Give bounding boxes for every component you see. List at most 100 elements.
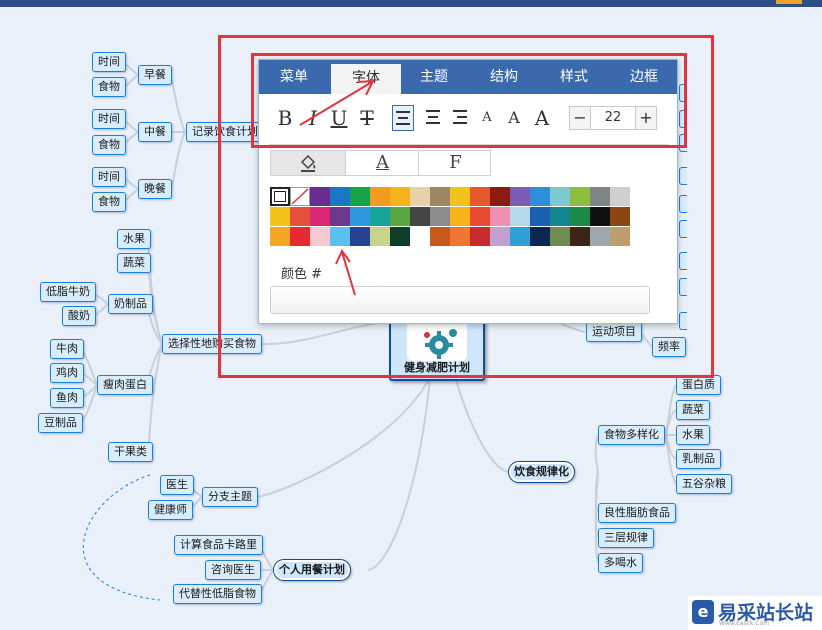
tab-border[interactable]: 边框 <box>630 69 658 85</box>
node-food-variety[interactable]: 食物多样化 <box>598 425 665 445</box>
color-swatch[interactable] <box>330 187 350 206</box>
color-swatch[interactable] <box>270 227 290 246</box>
color-swatch[interactable] <box>450 187 470 206</box>
node-regular-diet[interactable]: 饮食规律化 <box>508 461 575 483</box>
tab-theme[interactable]: 主题 <box>420 69 448 85</box>
font-family-tab[interactable]: F <box>418 151 492 175</box>
color-swatch[interactable] <box>410 227 430 246</box>
color-swatch[interactable] <box>470 187 490 206</box>
central-topic[interactable]: 健身减肥计划 <box>389 313 485 381</box>
color-swatch[interactable] <box>330 227 350 246</box>
font-size-increase-button[interactable]: + <box>635 106 657 130</box>
node-healthy-fat[interactable]: 良性脂肪食品 <box>598 503 676 523</box>
node-beef[interactable]: 牛肉 <box>50 339 84 359</box>
collapsed-node-edge[interactable] <box>679 312 687 330</box>
collapsed-node-edge[interactable] <box>679 110 687 128</box>
node-time[interactable]: 时间 <box>92 109 126 129</box>
color-swatch[interactable] <box>410 207 430 226</box>
color-swatch[interactable] <box>310 227 330 246</box>
collapsed-node-edge[interactable] <box>679 167 687 185</box>
collapsed-node-edge[interactable] <box>679 252 687 270</box>
color-swatch[interactable] <box>490 187 510 206</box>
node-lowfat-milk[interactable]: 低脂牛奶 <box>40 282 96 302</box>
mindmap-canvas[interactable]: 时间 食物 早餐 时间 食物 中餐 时间 食物 晚餐 记录饮食计划 水果 蔬菜 … <box>0 7 822 630</box>
node-time[interactable]: 时间 <box>92 52 126 72</box>
color-swatch[interactable] <box>490 207 510 226</box>
node-personal-plan[interactable]: 个人用餐计划 <box>273 559 351 581</box>
node-health-coach[interactable]: 健康师 <box>148 500 193 520</box>
node-vegetable[interactable]: 蔬菜 <box>117 253 151 273</box>
node-dinner[interactable]: 晚餐 <box>138 179 172 199</box>
font-size-large-button[interactable]: A <box>534 106 550 130</box>
color-swatch[interactable] <box>490 227 510 246</box>
node-doctor[interactable]: 医生 <box>160 475 194 495</box>
node-vegetable[interactable]: 蔬菜 <box>676 400 710 420</box>
font-size-decrease-button[interactable]: − <box>569 106 591 130</box>
font-size-input[interactable]: 22 <box>591 106 635 130</box>
node-drink-water[interactable]: 多喝水 <box>598 553 643 573</box>
color-swatch[interactable] <box>390 227 410 246</box>
node-breakfast[interactable]: 早餐 <box>138 65 172 85</box>
font-color-tab[interactable]: A <box>345 151 419 175</box>
node-fish[interactable]: 鱼肉 <box>50 388 84 408</box>
node-yogurt[interactable]: 酸奶 <box>62 306 96 326</box>
underline-button[interactable]: U <box>330 106 348 130</box>
color-swatch[interactable] <box>590 227 610 246</box>
align-right-icon[interactable] <box>449 105 471 131</box>
tab-menu[interactable]: 菜单 <box>280 69 308 85</box>
color-swatch[interactable] <box>450 207 470 226</box>
fill-color-tab[interactable] <box>271 151 345 175</box>
node-grains[interactable]: 五谷杂粮 <box>676 474 732 494</box>
color-swatch[interactable] <box>430 227 450 246</box>
node-select-food[interactable]: 选择性地购买食物 <box>162 334 262 354</box>
color-swatch[interactable] <box>390 187 410 206</box>
tab-style[interactable]: 样式 <box>560 69 588 85</box>
color-swatch[interactable] <box>530 187 550 206</box>
color-swatch[interactable] <box>290 227 310 246</box>
color-swatch[interactable] <box>330 207 350 226</box>
color-swatch[interactable] <box>370 207 390 226</box>
node-fruit[interactable]: 水果 <box>117 229 151 249</box>
node-substitute-food[interactable]: 代替性低脂食物 <box>173 584 262 604</box>
node-dairy[interactable]: 奶制品 <box>108 294 153 314</box>
color-swatch[interactable] <box>550 227 570 246</box>
color-swatch[interactable] <box>430 187 450 206</box>
color-swatch[interactable] <box>350 207 370 226</box>
color-swatch[interactable] <box>530 227 550 246</box>
color-swatch[interactable] <box>530 207 550 226</box>
color-swatch[interactable] <box>270 207 290 226</box>
color-swatch[interactable] <box>510 207 530 226</box>
color-swatch[interactable] <box>410 187 430 206</box>
node-food[interactable]: 食物 <box>92 192 126 212</box>
node-consult-doctor[interactable]: 咨询医生 <box>205 560 261 580</box>
node-nuts[interactable]: 干果类 <box>108 442 153 462</box>
selected-color-swatch[interactable] <box>270 187 290 206</box>
color-swatch[interactable] <box>290 207 310 226</box>
font-size-medium-button[interactable]: A <box>508 108 520 127</box>
color-swatch[interactable] <box>370 227 390 246</box>
color-swatch[interactable] <box>350 227 370 246</box>
color-swatch[interactable] <box>590 187 610 206</box>
collapsed-node-edge[interactable] <box>679 195 687 213</box>
color-swatch[interactable] <box>350 187 370 206</box>
node-soy[interactable]: 豆制品 <box>38 413 83 433</box>
node-lunch[interactable]: 中餐 <box>138 122 172 142</box>
color-swatch[interactable] <box>370 187 390 206</box>
node-calories[interactable]: 计算食品卡路里 <box>174 535 263 555</box>
color-swatch[interactable] <box>390 207 410 226</box>
node-food[interactable]: 食物 <box>92 135 126 155</box>
color-swatch[interactable] <box>510 187 530 206</box>
strikethrough-button[interactable]: T <box>360 106 374 130</box>
color-swatch[interactable] <box>570 187 590 206</box>
node-dairy[interactable]: 乳制品 <box>676 449 721 469</box>
color-swatch[interactable] <box>610 207 630 226</box>
node-three-meals[interactable]: 三层规律 <box>598 528 654 548</box>
color-swatch[interactable] <box>610 227 630 246</box>
node-record-diet[interactable]: 记录饮食计划 <box>186 122 264 142</box>
color-swatch[interactable] <box>610 187 630 206</box>
color-swatch[interactable] <box>570 227 590 246</box>
collapsed-node-edge[interactable] <box>679 134 687 152</box>
color-swatch[interactable] <box>510 227 530 246</box>
node-food[interactable]: 食物 <box>92 77 126 97</box>
bold-button[interactable]: B <box>277 106 293 130</box>
